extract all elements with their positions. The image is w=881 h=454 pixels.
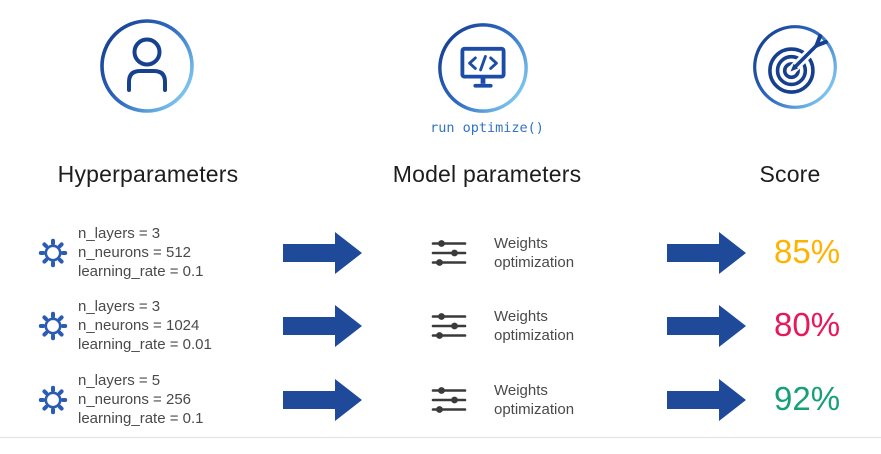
sliders-icon xyxy=(431,386,467,414)
model-parameters-title: Model parameters xyxy=(392,161,582,187)
arrow-right-icon xyxy=(283,304,363,348)
param-line: n_layers = 5 xyxy=(78,372,161,389)
process-label: Weights optimization xyxy=(494,382,575,418)
hyperparameters-title: Hyperparameters xyxy=(57,161,239,187)
process-label: Weights optimization xyxy=(494,308,575,344)
param-line: n_layers = 3 xyxy=(78,225,161,242)
param-line: learning_rate = 0.01 xyxy=(78,336,212,353)
score-value: 92% xyxy=(774,380,841,417)
arrow-right-icon xyxy=(667,378,747,422)
target-dart-icon xyxy=(753,25,837,109)
process-label: Weights optimization xyxy=(494,235,575,271)
score-value: 80% xyxy=(774,306,841,343)
score-title: Score xyxy=(759,161,821,187)
bottom-divider xyxy=(0,437,881,438)
monitor-code-icon xyxy=(438,23,528,113)
arrow-right-icon xyxy=(667,231,747,275)
arrow-right-icon xyxy=(283,231,363,275)
sliders-icon xyxy=(431,312,467,340)
param-line: n_neurons = 512 xyxy=(78,244,192,261)
score-value: 85% xyxy=(774,233,841,270)
param-line: learning_rate = 0.1 xyxy=(78,410,204,427)
optimization-run-row: n_layers = 5 n_neurons = 256 learning_ra… xyxy=(0,364,881,436)
param-line: n_layers = 3 xyxy=(78,298,161,315)
param-line: n_neurons = 256 xyxy=(78,391,192,408)
sliders-icon xyxy=(431,239,467,267)
gear-icon xyxy=(38,385,68,415)
param-line: learning_rate = 0.1 xyxy=(78,263,204,280)
user-circle-icon xyxy=(100,19,194,113)
run-optimize-caption: run optimize() xyxy=(430,120,544,136)
hyperparameter-values: n_layers = 5 n_neurons = 256 learning_ra… xyxy=(78,371,204,428)
optimization-run-row: n_layers = 3 n_neurons = 512 learning_ra… xyxy=(0,217,881,289)
gear-icon xyxy=(38,311,68,341)
arrow-right-icon xyxy=(667,304,747,348)
param-line: n_neurons = 1024 xyxy=(78,317,200,334)
optimization-run-row: n_layers = 3 n_neurons = 1024 learning_r… xyxy=(0,290,881,362)
hyperparameter-values: n_layers = 3 n_neurons = 512 learning_ra… xyxy=(78,224,204,281)
hyperparameter-values: n_layers = 3 n_neurons = 1024 learning_r… xyxy=(78,297,212,354)
arrow-right-icon xyxy=(283,378,363,422)
gear-icon xyxy=(38,238,68,268)
